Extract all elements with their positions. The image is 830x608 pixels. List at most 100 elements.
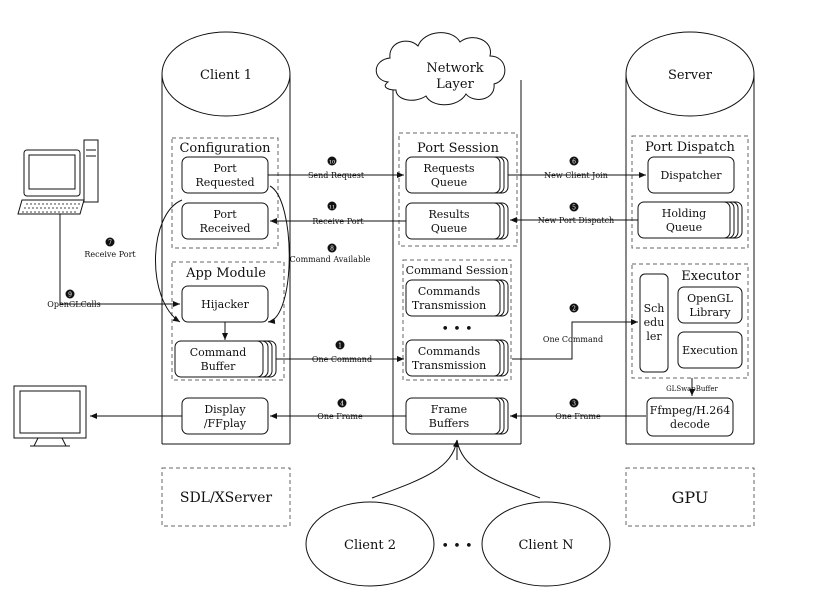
command-session-group <box>402 259 512 381</box>
marker-10-dot <box>327 156 337 166</box>
cmd-transmission-2-line2: Transmission <box>412 359 486 372</box>
ffmpeg-line1: Ffmpeg/H.264 <box>650 404 731 417</box>
label-one-frame-1: One Frame <box>317 412 363 421</box>
arrow-clientN-network <box>456 439 541 499</box>
label-opengl-calls: OpenGLCalls <box>47 300 100 309</box>
port-received-line1: Port <box>213 208 237 221</box>
configuration-group <box>171 137 279 249</box>
marker-4: 4 <box>340 401 344 408</box>
clientN-label: Client N <box>518 538 573 553</box>
scheduler-line1: Sch <box>644 302 665 315</box>
computer-icon <box>17 139 99 215</box>
display-line2: /FFplay <box>204 417 247 430</box>
hijacker-box: Hijacker <box>181 285 269 323</box>
port-dispatch-title: Port Dispatch <box>645 140 735 155</box>
gpu-label: GPU <box>672 488 709 507</box>
marker-5: 5 <box>572 205 576 212</box>
scheduler-box: Sch edu ler <box>639 273 669 373</box>
port-dispatch-group <box>631 135 749 249</box>
port-session-group <box>398 132 518 247</box>
client1-title: Client 1 <box>200 68 252 83</box>
ffmpeg-line2: decode <box>670 418 710 431</box>
cloud-icon <box>375 32 506 106</box>
arrows <box>59 172 646 499</box>
label-one-frame-2: One Frame <box>555 412 601 421</box>
port-received-line2: Received <box>200 222 251 235</box>
requests-queue-line1: Requests <box>423 162 474 175</box>
configuration-title: Configuration <box>179 141 271 156</box>
label-receive-port-2: Receive Port <box>312 217 364 226</box>
client1-cylinder: Client 1 <box>161 31 291 445</box>
monitor-icon <box>13 385 87 447</box>
marker-3: 3 <box>572 401 576 408</box>
results-queue-line2: Queue <box>431 222 467 235</box>
marker-7: 7 <box>108 240 112 247</box>
holding-queue-line1: Holding <box>662 207 706 220</box>
network-cylinder: Network Layer <box>375 32 522 445</box>
arrow-client2-network <box>371 439 459 499</box>
marker-1-dot <box>335 340 345 350</box>
sdl-xserver-label: SDL/XServer <box>180 490 273 506</box>
opengl-library-box: OpenGL Library <box>677 286 743 324</box>
server-title: Server <box>668 68 713 83</box>
dispatcher-box: Dispatcher <box>647 156 735 194</box>
cmd-transmission-box-1: Commands Transmission <box>405 279 509 317</box>
marker-6: 6 <box>572 159 576 166</box>
cmd-transmission-box-2: Commands Transmission <box>405 339 509 377</box>
scheduler-line2: edu <box>644 316 665 329</box>
marker-8: 8 <box>330 246 334 253</box>
marker-5-dot <box>569 202 579 212</box>
label-one-command-1: One Command <box>312 355 372 364</box>
client2-ellipse: Client 2 <box>305 501 435 587</box>
results-queue-line1: Results <box>428 208 469 221</box>
marker-11: 11 <box>329 205 335 211</box>
command-session-title: Command Session <box>406 264 509 277</box>
marker-2: 2 <box>572 306 576 313</box>
label-new-port-dispatch: New Port Dispatch <box>538 216 614 225</box>
marker-7-dot <box>105 237 115 247</box>
marker-4-dot <box>337 398 347 408</box>
clientN-ellipse: Client N <box>481 501 611 587</box>
marker-3-dot <box>569 398 579 408</box>
marker-1: 1 <box>338 343 342 350</box>
label-one-command-2: One Command <box>543 335 603 344</box>
sdl-xserver-box: SDL/XServer <box>161 467 291 527</box>
label-receive-port-1: Receive Port <box>84 250 136 259</box>
server-cylinder: Server <box>625 31 755 445</box>
holding-queue-box: Holding Queue <box>637 201 743 239</box>
ffmpeg-box: Ffmpeg/H.264 decode <box>646 397 734 437</box>
marker-6-dot <box>569 156 579 166</box>
executor-title: Executor <box>681 269 741 284</box>
label-command-available: Command Available <box>290 255 371 264</box>
clients-dots: • • • <box>441 539 472 554</box>
marker-11-dot <box>327 201 337 211</box>
display-box: Display /FFplay <box>181 397 269 435</box>
network-title-line1: Network <box>426 61 483 76</box>
display-line1: Display <box>204 403 246 416</box>
port-received-box: Port Received <box>181 202 269 240</box>
frame-buffers-box: Frame Buffers <box>405 397 509 435</box>
requests-queue-box: Requests Queue <box>405 156 509 194</box>
frame-buffers-line1: Frame <box>431 403 467 416</box>
cmd-transmission-1-line1: Commands <box>418 285 481 298</box>
port-session-title: Port Session <box>417 141 500 156</box>
port-requested-line1: Port <box>213 162 237 175</box>
port-requested-box: Port Requested <box>181 156 269 194</box>
dispatcher-label: Dispatcher <box>660 169 722 182</box>
marker-8-dot <box>327 243 337 253</box>
results-queue-box: Results Queue <box>405 202 509 240</box>
marker-2-dot <box>569 303 579 313</box>
command-buffer-line2: Buffer <box>201 360 236 373</box>
client2-label: Client 2 <box>344 538 396 553</box>
cmd-session-dots: • • • <box>441 322 472 337</box>
port-requested-line2: Requested <box>195 176 254 189</box>
requests-queue-line2: Queue <box>431 176 467 189</box>
app-module-title: App Module <box>185 266 266 281</box>
label-send-request: Send Request <box>308 171 365 180</box>
arrow-labels: 10 Send Request 11 Receive Port 8 Comman… <box>47 156 614 421</box>
arrow-one-command-2 <box>512 319 638 360</box>
hijacker-label: Hijacker <box>201 298 249 311</box>
marker-10: 10 <box>329 160 335 166</box>
